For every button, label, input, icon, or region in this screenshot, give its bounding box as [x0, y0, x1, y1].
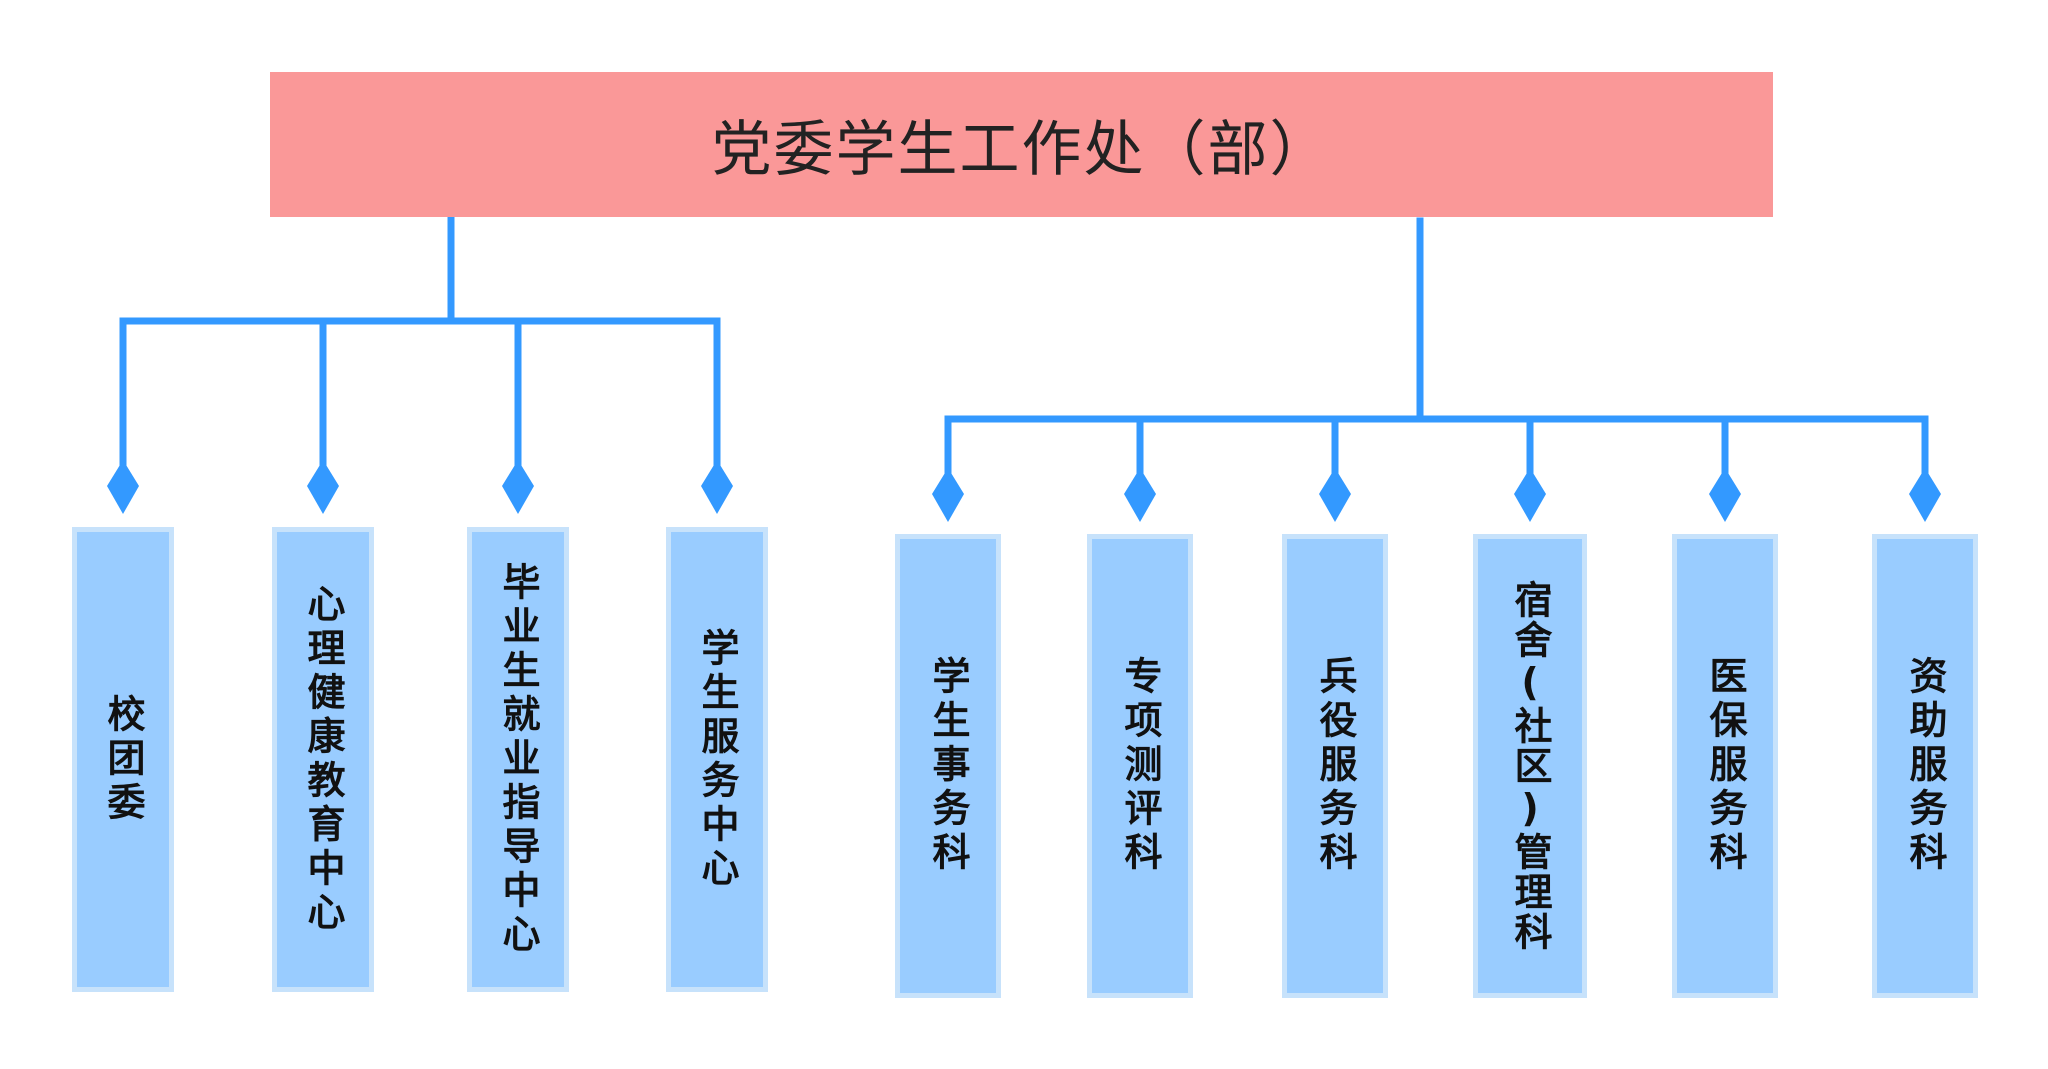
unit-label: 学生事务科 — [926, 656, 970, 876]
unit-node: 兵役服务科 — [1282, 534, 1388, 998]
unit-label: 学生服务中心 — [695, 627, 739, 892]
connector-diamond-right-6 — [1909, 468, 1941, 522]
unit-label: 毕业生就业指导中心 — [496, 561, 540, 958]
connector-diamond-right-2 — [1124, 468, 1156, 522]
unit-label: 兵役服务科 — [1313, 656, 1357, 876]
connector-diamond-right-3 — [1319, 468, 1351, 522]
unit-node: 学生服务中心 — [666, 527, 768, 992]
unit-node: 资助服务科 — [1872, 534, 1978, 998]
connector-diamond-right-5 — [1709, 468, 1741, 522]
unit-label: 医保服务科 — [1703, 656, 1747, 876]
connector-diamond-left-1 — [107, 460, 139, 514]
unit-node: 学生事务科 — [895, 534, 1001, 998]
unit-label: 资助服务科 — [1903, 656, 1947, 876]
unit-label: 专项测评科 — [1118, 656, 1162, 876]
unit-node: 毕业生就业指导中心 — [467, 527, 569, 992]
unit-node: 医保服务科 — [1672, 534, 1778, 998]
unit-node: 心理健康教育中心 — [272, 527, 374, 992]
unit-node: 专项测评科 — [1087, 534, 1193, 998]
connector-diamond-right-4 — [1514, 468, 1546, 522]
unit-label: 心理健康教育中心 — [301, 583, 345, 936]
connector-diamond-left-4 — [701, 460, 733, 514]
unit-label: 校团委 — [101, 693, 145, 826]
connector-diamond-left-3 — [502, 460, 534, 514]
unit-node: 校团委 — [72, 527, 174, 992]
root-node: 党委学生工作处（部） — [270, 72, 1773, 217]
unit-node: 宿舍(社区)管理科 — [1473, 534, 1587, 998]
unit-label: 宿舍(社区)管理科 — [1508, 580, 1552, 952]
root-title: 党委学生工作处（部） — [711, 115, 1332, 185]
connector-diamond-right-1 — [932, 468, 964, 522]
connector-diamond-left-2 — [307, 460, 339, 514]
